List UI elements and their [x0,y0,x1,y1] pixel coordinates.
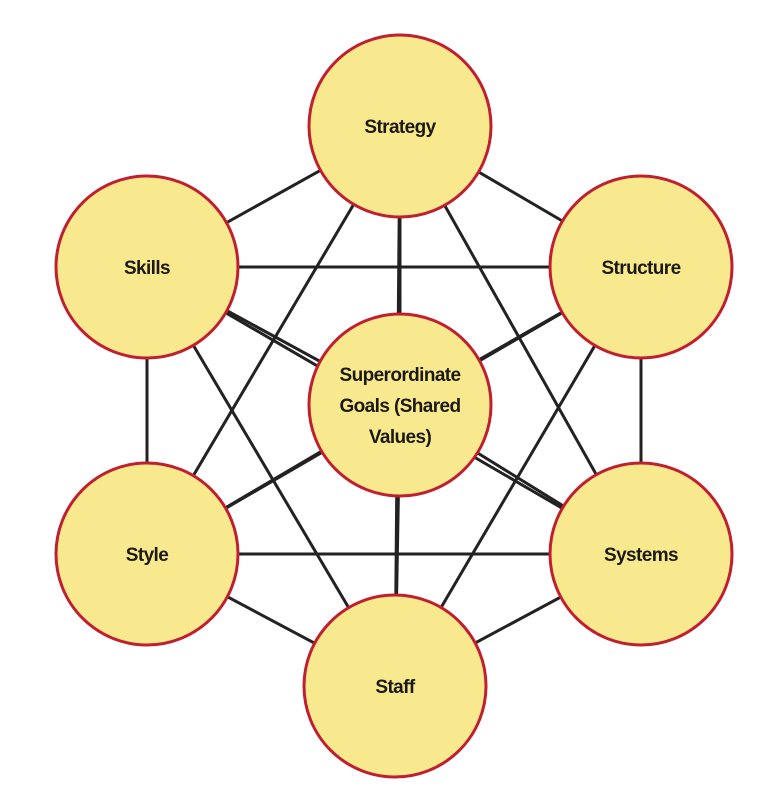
node-staff: Staff [302,593,488,779]
node-skills: Skills [54,174,240,360]
node-strategy: Strategy [307,33,493,219]
node-label-shared-values: Goals (Shared [339,396,460,417]
node-circle-staff [302,593,488,779]
node-circle-skills [54,174,240,360]
node-circle-style [54,461,240,647]
node-circle-structure [548,174,734,360]
node-label-structure: Structure [601,258,680,279]
node-circle-systems [548,461,734,647]
node-label-shared-values: Values) [369,427,432,448]
node-label-style: Style [126,545,168,566]
node-label-strategy: Strategy [364,117,436,138]
node-label-staff: Staff [375,677,415,698]
node-circle-strategy [307,33,493,219]
node-structure: Structure [548,174,734,360]
node-label-skills: Skills [124,258,170,279]
node-systems: Systems [548,461,734,647]
node-label-systems: Systems [604,545,678,566]
node-circle-shared-values [307,312,493,498]
node-style: Style [54,461,240,647]
node-label-shared-values: Superordinate [340,365,461,386]
